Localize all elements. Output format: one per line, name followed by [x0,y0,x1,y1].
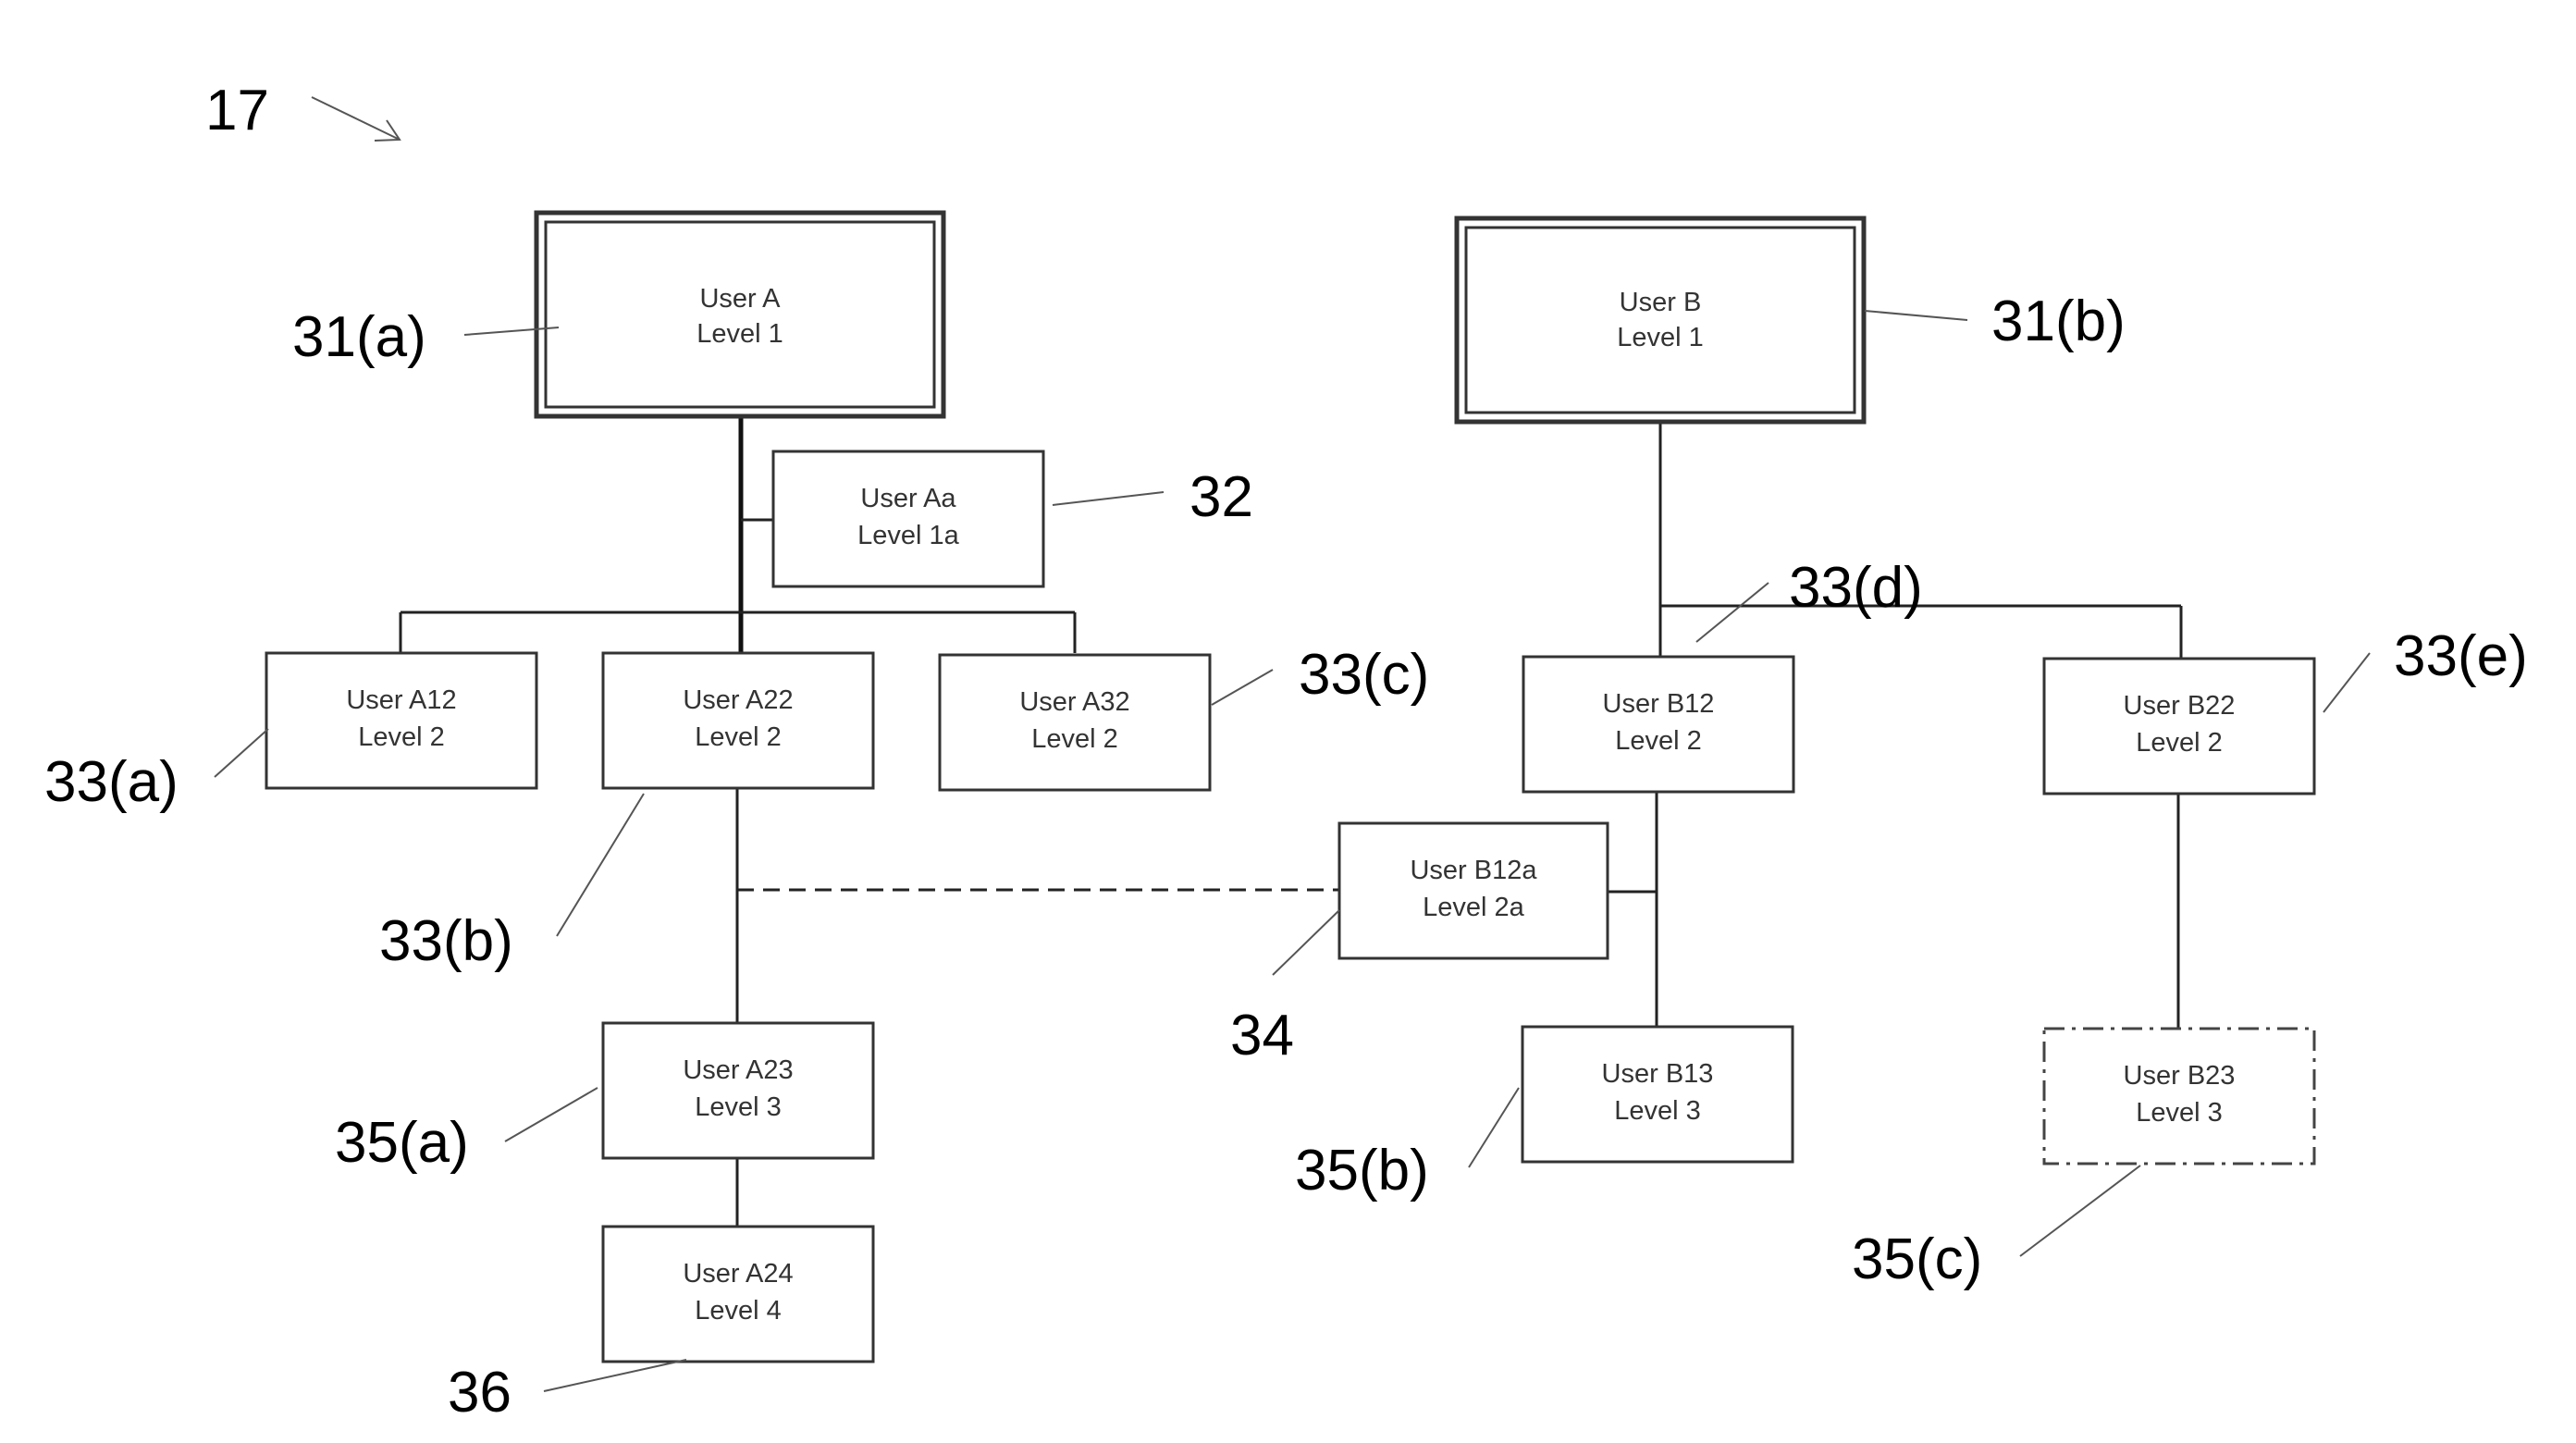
ref-34: 34 [1230,910,1339,1067]
box-user-a22-level: Level 2 [695,722,782,752]
box-user-a24-level: Level 4 [695,1296,782,1326]
figure-ref-label: 17 [205,79,269,142]
box-user-a23: User A23 Level 3 [603,1023,873,1158]
box-user-a22: User A22 Level 2 [603,653,873,788]
box-user-b-name: User B [1620,288,1702,317]
ref-35b: 35(b) [1295,1088,1519,1202]
box-user-a22-name: User A22 [683,685,793,715]
box-user-b-level: Level 1 [1617,323,1704,352]
box-user-a12-level: Level 2 [358,722,445,752]
ref-36-label: 36 [448,1361,512,1424]
box-user-b23-level: Level 3 [2136,1098,2223,1128]
box-user-b13: User B13 Level 3 [1522,1027,1793,1162]
box-user-aa-name: User Aa [860,484,956,513]
box-user-b22-name: User B22 [2124,691,2236,721]
box-user-a23-name: User A23 [683,1055,793,1085]
box-user-a-name: User A [699,284,781,314]
ref-33e-label: 33(e) [2394,624,2528,688]
box-user-b12-name: User B12 [1603,689,1715,719]
box-user-a12: User A12 Level 2 [266,653,536,788]
ref-32-label: 32 [1189,465,1253,529]
box-user-a32-name: User A32 [1019,687,1129,717]
box-user-b23: User B23 Level 3 [2044,1029,2314,1164]
ref-33c-label: 33(c) [1299,643,1429,707]
box-user-a32-level: Level 2 [1031,724,1118,754]
ref-33b: 33(b) [379,794,644,973]
ref-35c-label: 35(c) [1852,1227,1982,1291]
ref-33d: 33(d) [1696,556,1923,642]
box-user-b: User B Level 1 [1457,218,1864,422]
box-user-b13-level: Level 3 [1614,1096,1701,1126]
ref-31b: 31(b) [1865,290,2126,353]
ref-36: 36 [448,1360,686,1424]
ref-33a: 33(a) [44,729,268,814]
ref-35a-label: 35(a) [335,1111,469,1175]
ref-33e: 33(e) [2323,624,2528,712]
box-user-a24-name: User A24 [683,1259,793,1289]
box-user-a23-level: Level 3 [695,1092,782,1122]
box-user-aa-level: Level 1a [857,521,960,550]
ref-35b-label: 35(b) [1295,1139,1429,1202]
box-user-b22-level: Level 2 [2136,728,2223,758]
ref-34-label: 34 [1230,1004,1294,1067]
ref-32: 32 [1053,465,1253,529]
ref-33c: 33(c) [1212,643,1429,707]
box-user-b22: User B22 Level 2 [2044,659,2314,794]
ref-33a-label: 33(a) [44,750,179,814]
figure-ref-arrow [312,97,400,141]
box-user-b12-level: Level 2 [1615,726,1702,756]
ref-33b-label: 33(b) [379,909,513,973]
box-user-a24: User A24 Level 4 [603,1227,873,1362]
box-user-a12-name: User A12 [346,685,456,715]
box-user-b12a: User B12a Level 2a [1339,823,1608,958]
box-user-a32: User A32 Level 2 [940,655,1210,790]
box-user-a: User A Level 1 [536,213,943,416]
ref-31b-label: 31(b) [1991,290,2126,353]
box-user-a-level: Level 1 [696,319,783,349]
ref-33d-label: 33(d) [1789,556,1923,620]
ref-31a-label: 31(a) [292,305,426,369]
ref-35a: 35(a) [335,1088,598,1175]
box-user-b23-name: User B23 [2124,1061,2236,1091]
box-user-b12a-name: User B12a [1410,856,1537,885]
box-user-b12: User B12 Level 2 [1523,657,1793,792]
box-user-b12a-level: Level 2a [1423,893,1525,922]
box-user-aa: User Aa Level 1a [773,451,1043,586]
box-user-b13-name: User B13 [1602,1059,1714,1089]
ref-31a: 31(a) [292,305,559,369]
ref-35c: 35(c) [1852,1166,2140,1291]
